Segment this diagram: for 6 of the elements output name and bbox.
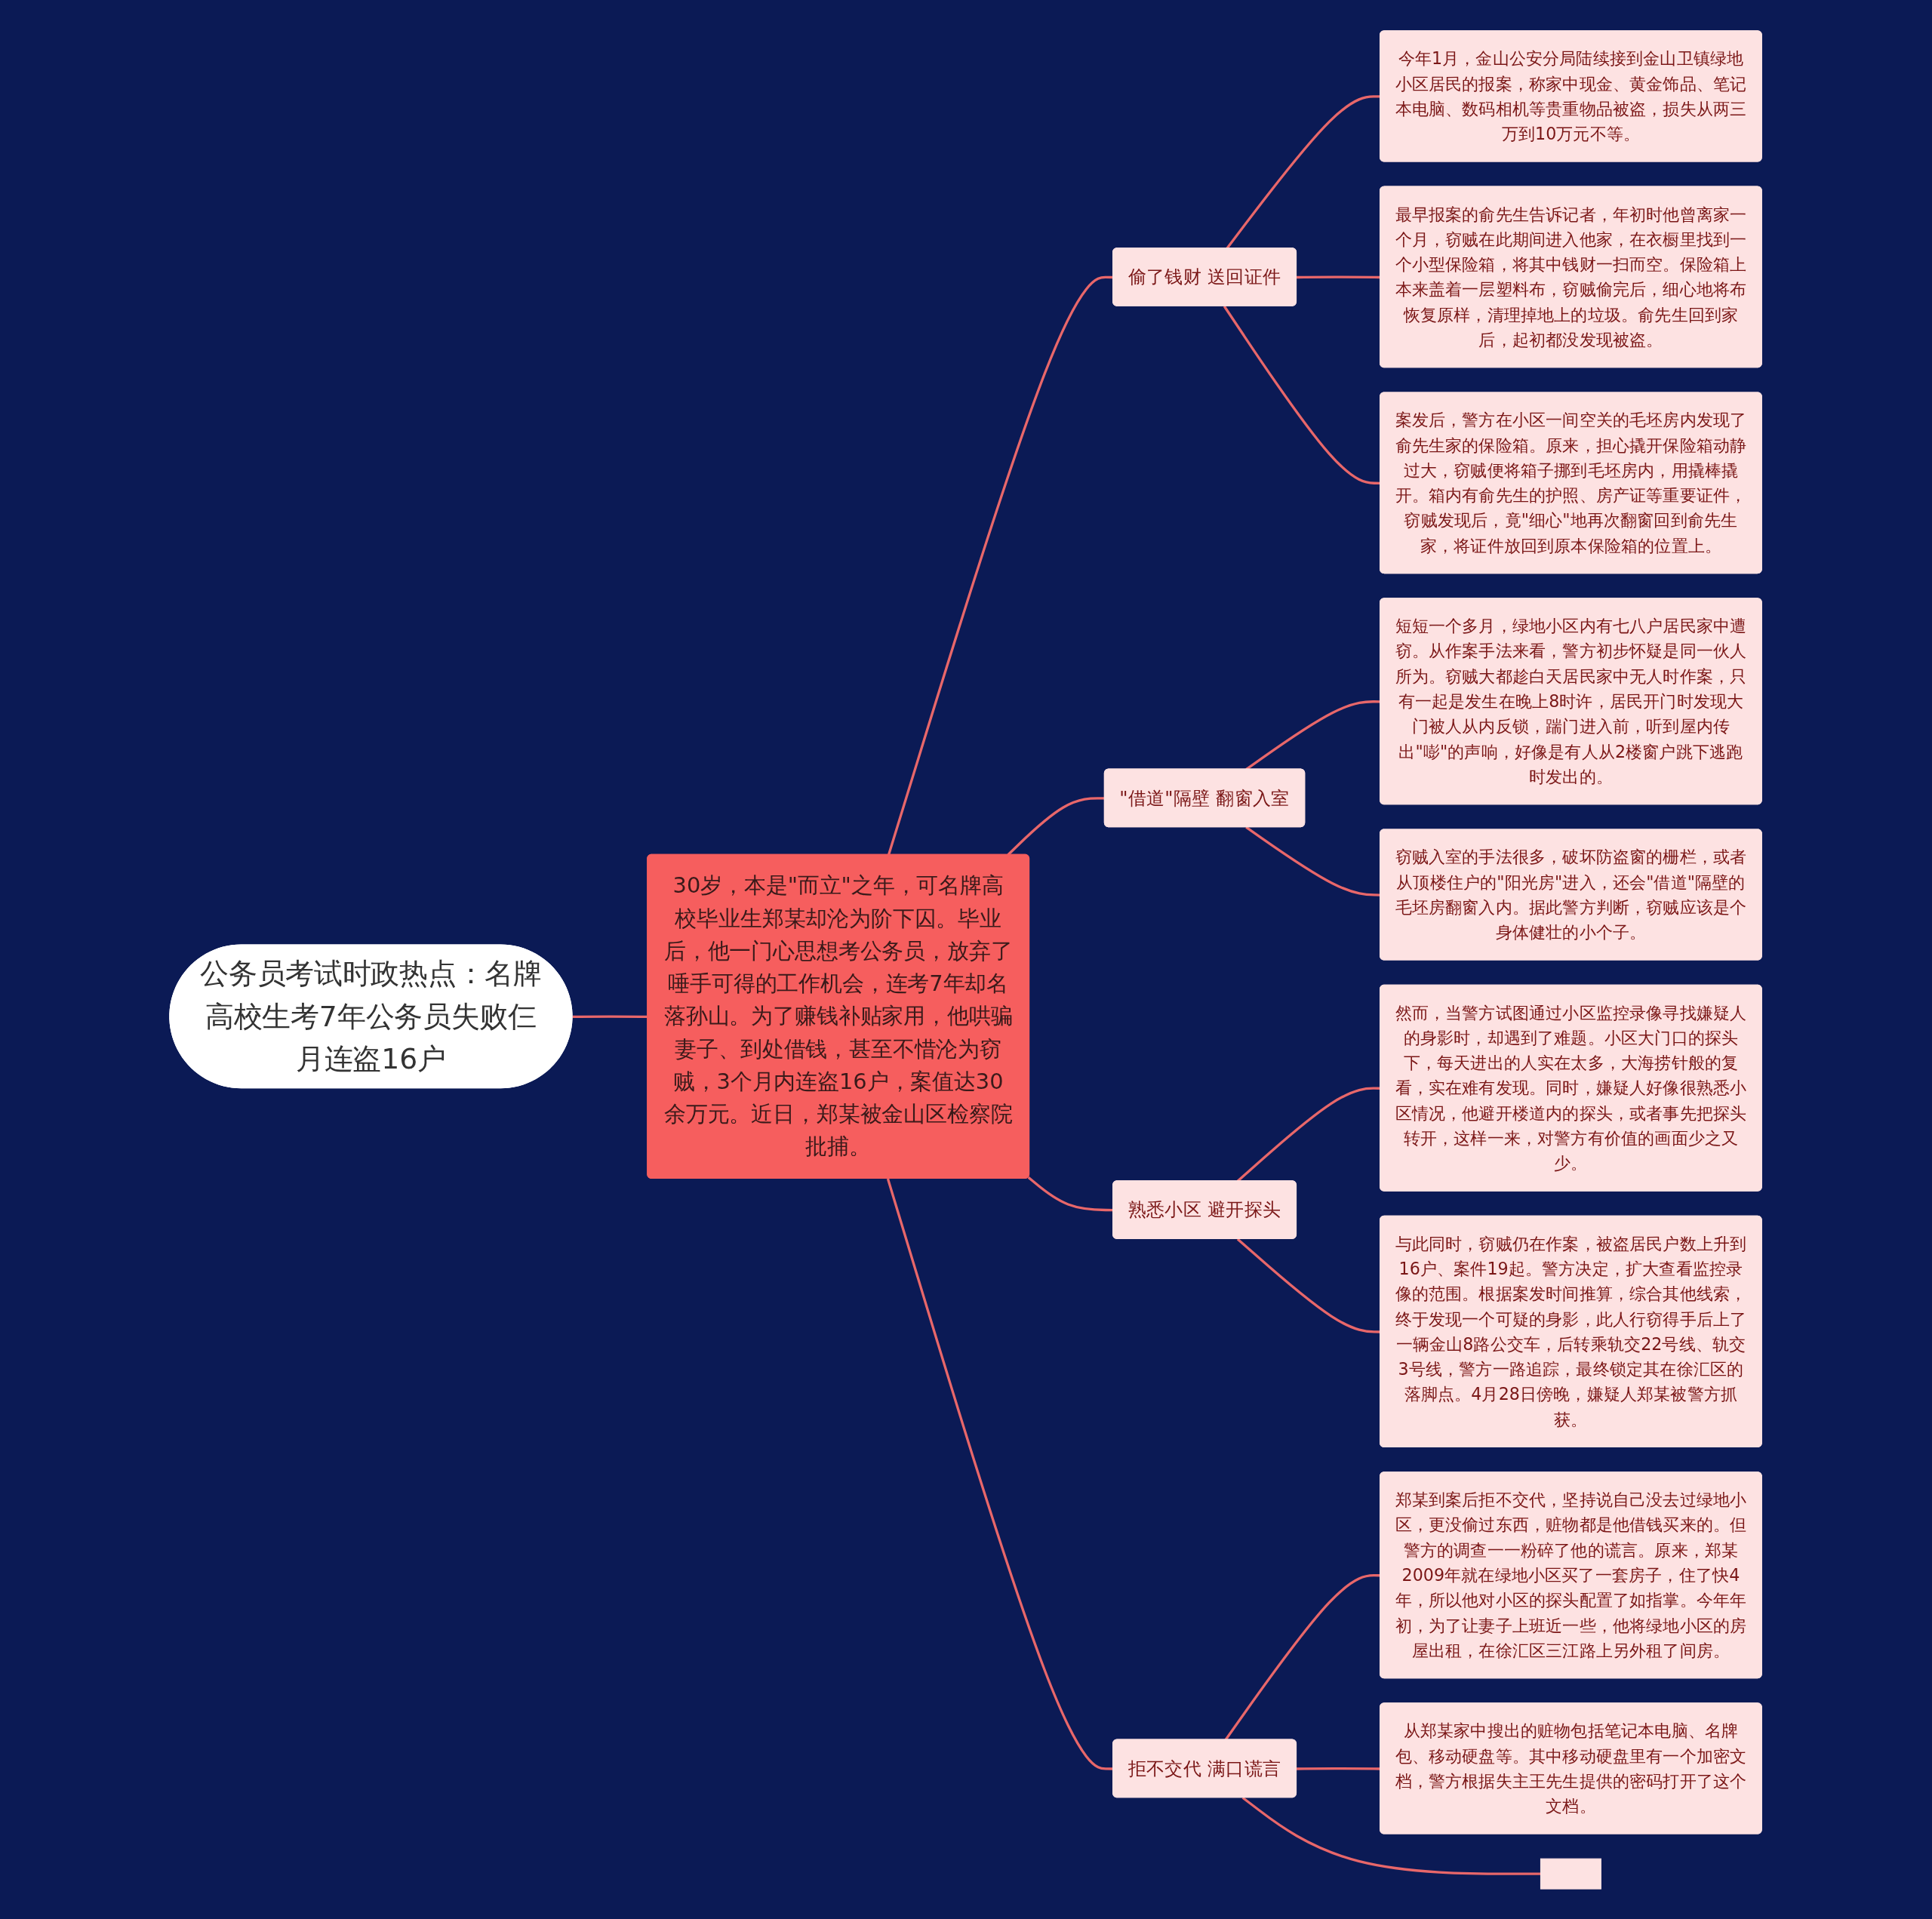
connector: [1242, 1796, 1541, 1875]
connector: [572, 1014, 648, 1018]
connector: [887, 1178, 1114, 1770]
node-box: [1540, 1858, 1602, 1890]
connector: [1028, 1176, 1114, 1211]
connector: [888, 275, 1114, 855]
